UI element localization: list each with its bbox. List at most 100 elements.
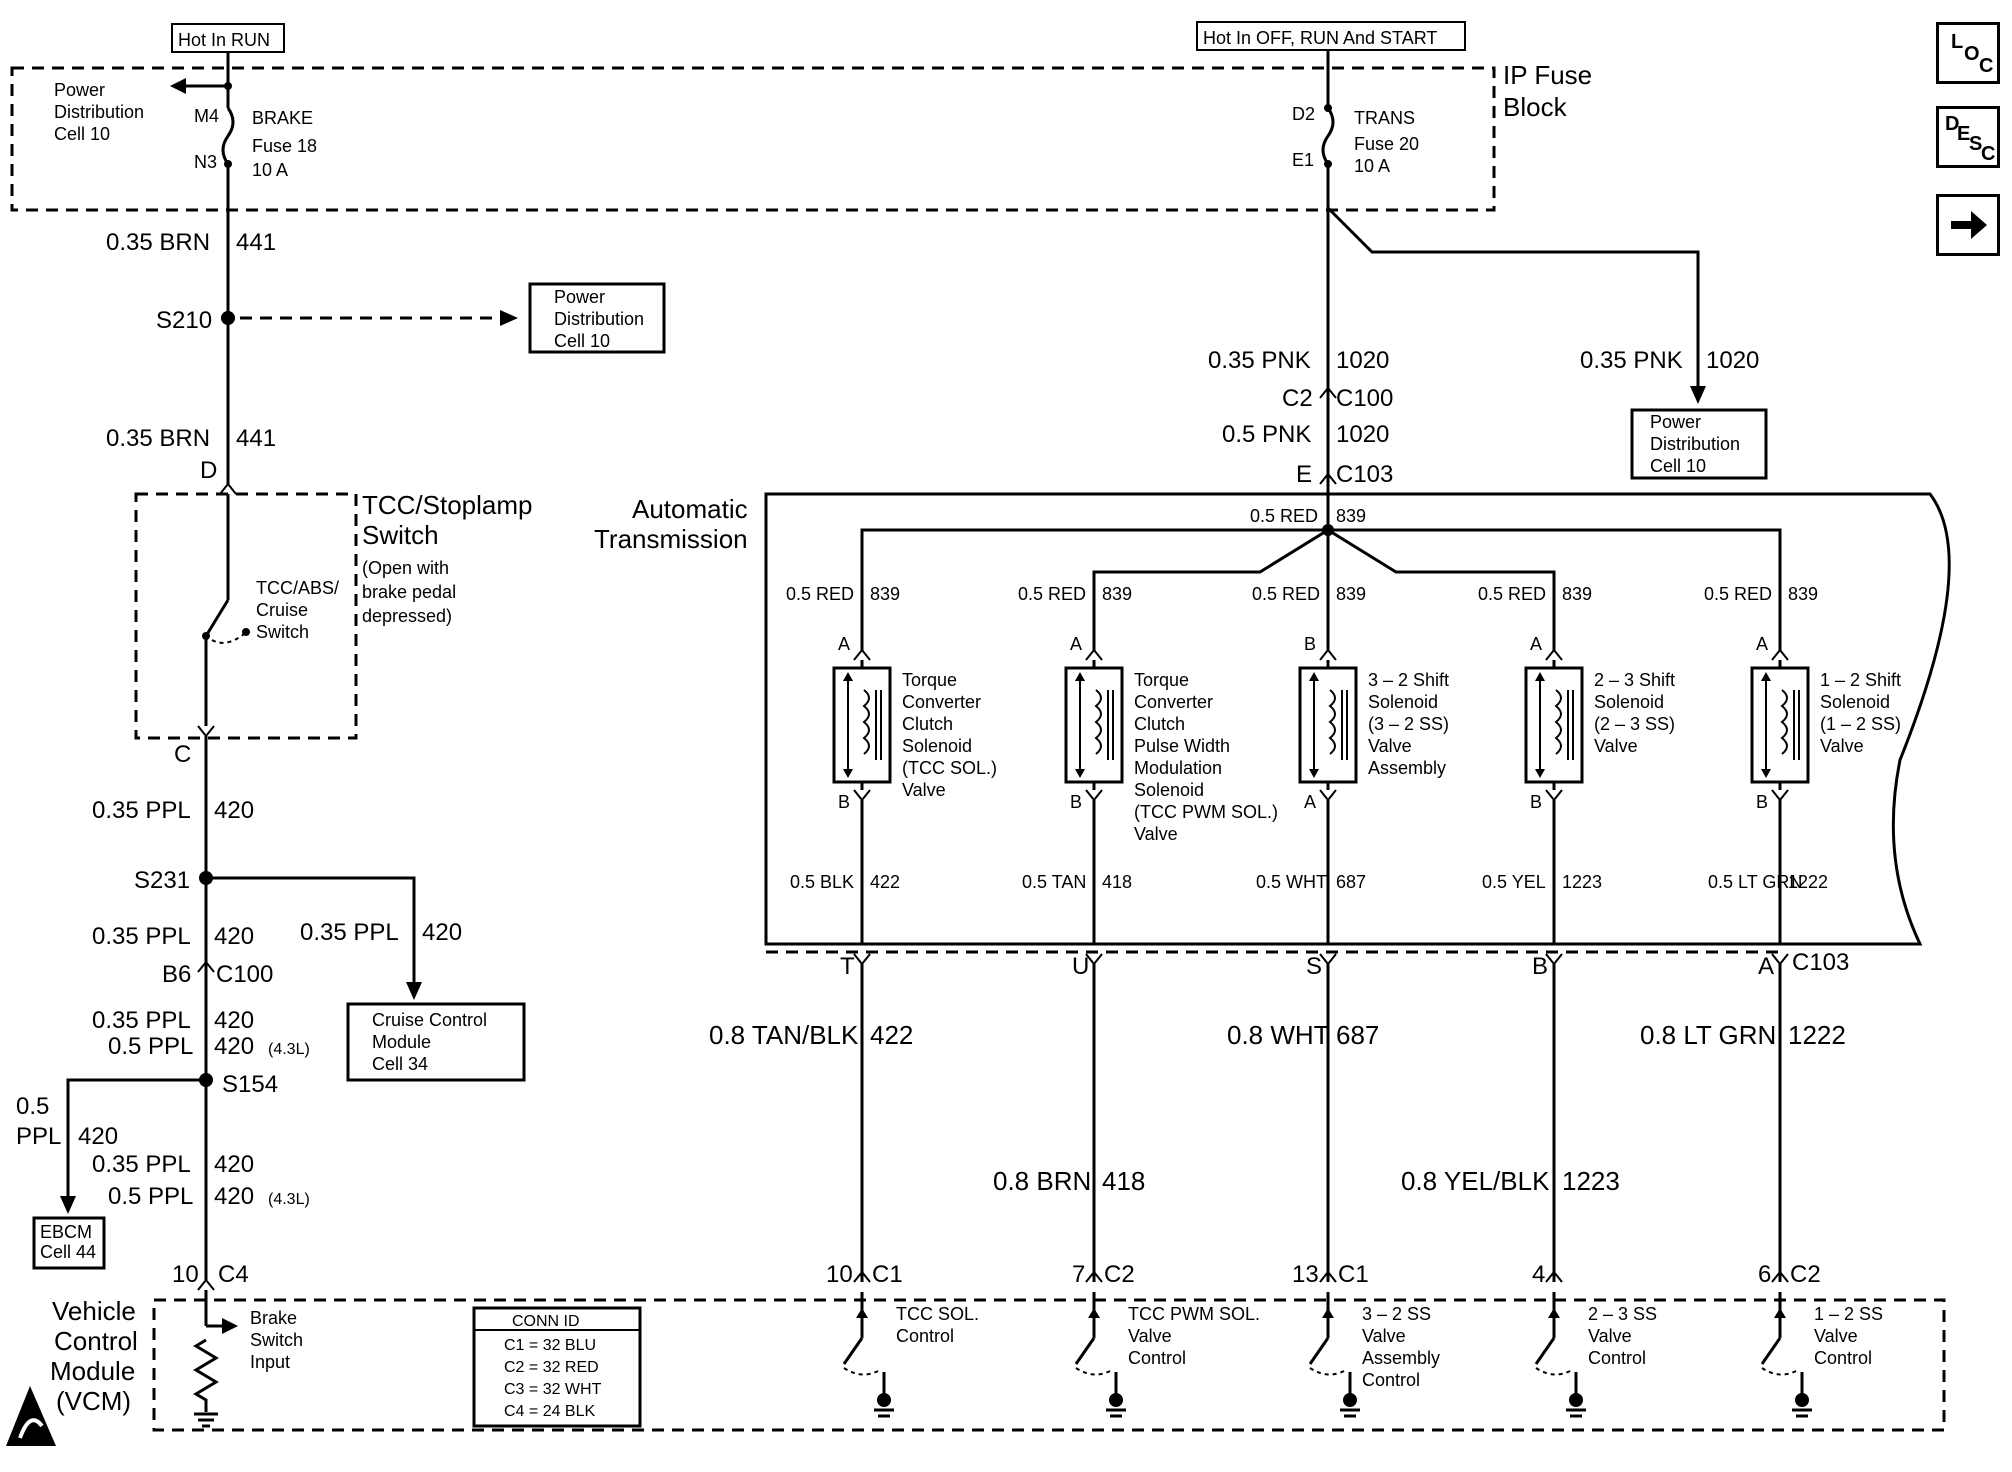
vcm-title-1: Vehicle — [52, 1296, 136, 1326]
wire-420-cruise-color: 0.35 PPL — [300, 919, 399, 946]
conn-id-row-1: C1 = 32 BLU — [504, 1337, 596, 1354]
solenoid-3-pin-top: B — [1304, 634, 1316, 654]
wire-420-num-b: 420 — [214, 923, 254, 950]
solenoid-1-name-2: Converter — [902, 692, 981, 712]
arrow-right-icon — [1951, 211, 1987, 239]
solenoid-2-driver-switch-icon — [1074, 1337, 1096, 1365]
wire-839-branch-2 — [1092, 528, 1329, 650]
solenoid-4-wire-top-color: 0.5 RED — [1478, 584, 1546, 604]
solenoid-2-control-2: Valve — [1128, 1326, 1172, 1346]
solenoid-2-c103-pin: U — [1072, 953, 1089, 980]
solenoid-3-control-3: Assembly — [1362, 1348, 1440, 1368]
pd-right-line3: Cell 10 — [1650, 456, 1706, 476]
brake-input-label-3: Input — [250, 1352, 290, 1372]
solenoid-3-control-2: Valve — [1362, 1326, 1406, 1346]
vcm-outline — [152, 1298, 1946, 1432]
solenoid-1-name-6: Valve — [902, 780, 946, 800]
wire-420-ebcm-color-1: 0.5 — [16, 1093, 49, 1120]
connector-c2-label: C2 — [1282, 385, 1313, 412]
solenoid-5-pin-bottom: B — [1756, 792, 1768, 812]
solenoid-4-wire-bottom-num: 1223 — [1562, 872, 1602, 892]
connector-c103-top-label: C103 — [1336, 461, 1393, 488]
solenoid-3-name-4: Valve — [1368, 736, 1412, 756]
wire-420-ebcm-color-2: PPL — [16, 1123, 61, 1150]
desc-button[interactable]: D E S C — [1936, 106, 2000, 168]
tcc-switch-name-3: Switch — [256, 622, 309, 642]
conn-id-row-3: C3 = 32 WHT — [504, 1381, 602, 1398]
solenoid-2-name-5: Modulation — [1134, 758, 1222, 778]
solenoid-5-pin-top: A — [1756, 634, 1768, 654]
loc-letter-o: O — [1964, 43, 1980, 65]
solenoid-3-pin-bottom: A — [1304, 792, 1316, 812]
loc-button[interactable]: L O C — [1936, 22, 2000, 84]
solenoid-1-name-1: Torque — [902, 670, 957, 690]
solenoid-2-wire-bottom-num: 418 — [1102, 872, 1132, 892]
solenoid-1-wire-top-num: 839 — [870, 584, 900, 604]
cruise-line3: Cell 34 — [372, 1054, 428, 1074]
ebcm-line2: Cell 44 — [40, 1242, 96, 1262]
solenoid-2-name-6: Solenoid — [1134, 780, 1204, 800]
pd-right-line1: Power — [1650, 412, 1701, 432]
solenoid-5-output-color: 0.8 LT GRN — [1640, 1020, 1776, 1050]
wire-441-num-a: 441 — [236, 229, 276, 256]
solenoid-5-name-3: (1 – 2 SS) — [1820, 714, 1901, 734]
pd-left-arrow-icon — [170, 78, 186, 94]
conn-id-title: CONN ID — [512, 1313, 580, 1330]
tcc-switch-title-2: Switch — [362, 520, 439, 550]
solenoid-4-vcm-pin: 4 — [1532, 1261, 1545, 1288]
solenoid-1-output-num: 422 — [870, 1020, 913, 1050]
solenoid-4-wire-top-num: 839 — [1562, 584, 1592, 604]
wire-420-note-d: (4.3L) — [268, 1041, 310, 1058]
wire-420-num-a: 420 — [214, 797, 254, 824]
solenoid-3-name-5: Assembly — [1368, 758, 1446, 778]
pd-s210-line3: Cell 10 — [554, 331, 610, 351]
solenoid-1-control-2: Control — [896, 1326, 954, 1346]
conn-id-row-4: C4 = 24 BLK — [504, 1403, 596, 1420]
solenoid-4-control-1: 2 – 3 SS — [1588, 1304, 1657, 1324]
solenoid-2-name-4: Pulse Width — [1134, 736, 1230, 756]
next-page-button[interactable] — [1936, 194, 2000, 256]
solenoid-1-name-4: Solenoid — [902, 736, 972, 756]
solenoid-2-name-7: (TCC PWM SOL.) — [1134, 802, 1278, 822]
wire-420-num-f: 420 — [214, 1183, 254, 1210]
wire-441-color-b: 0.35 BRN — [106, 425, 210, 452]
wire-420-num-c: 420 — [214, 1007, 254, 1034]
c103-bottom-label: C103 — [1792, 949, 1849, 976]
solenoid-1-driver-switch-icon — [842, 1337, 864, 1365]
trans-fuse-in-pin: D2 — [1292, 104, 1315, 124]
solenoid-3-driver-switch-icon — [1308, 1337, 1330, 1365]
solenoid-4-name-2: Solenoid — [1594, 692, 1664, 712]
solenoid-5-vcm-pin: 6 — [1758, 1261, 1771, 1288]
solenoid-3-name-3: (3 – 2 SS) — [1368, 714, 1449, 734]
connector-b6-label: B6 — [162, 961, 191, 988]
brake-input-ground-icon — [194, 1412, 218, 1428]
trans-fuse-icon — [1321, 107, 1335, 165]
solenoid-2-wire-top-color: 0.5 RED — [1018, 584, 1086, 604]
wire-420-color-f: 0.5 PPL — [108, 1183, 193, 1210]
wire-1020-right-num: 1020 — [1706, 347, 1759, 374]
loc-letter-l: L — [1951, 31, 1964, 53]
pd-right-line2: Distribution — [1650, 434, 1740, 454]
solenoid-2-vcm-connector: C2 — [1104, 1261, 1135, 1288]
pd-left-line3: Cell 10 — [54, 124, 110, 144]
solenoid-5-name-1: 1 – 2 Shift — [1820, 670, 1901, 690]
connector-c103-top-icon — [1319, 472, 1337, 485]
brake-input-label-1: Brake — [250, 1308, 297, 1328]
trans-fuse-number: Fuse 20 — [1354, 134, 1419, 154]
solenoid-4-driver-switch-icon — [1534, 1337, 1556, 1365]
splice-s154-label: S154 — [222, 1071, 278, 1098]
solenoid-3-wire-top-num: 839 — [1336, 584, 1366, 604]
automatic-transmission-outline — [764, 492, 1951, 946]
solenoid-4-name-4: Valve — [1594, 736, 1638, 756]
trans-fuse-out-pin: E1 — [1292, 150, 1314, 170]
tcc-switch-note-3: depressed) — [362, 606, 452, 626]
solenoid-5-output-num: 1222 — [1788, 1020, 1846, 1050]
splice-s210 — [221, 311, 235, 325]
wire-420-note-f: (4.3L) — [268, 1191, 310, 1208]
pd-right-box — [1630, 408, 1768, 480]
brake-input-resistor-icon — [193, 1338, 219, 1412]
wire-441-num-b: 441 — [236, 425, 276, 452]
